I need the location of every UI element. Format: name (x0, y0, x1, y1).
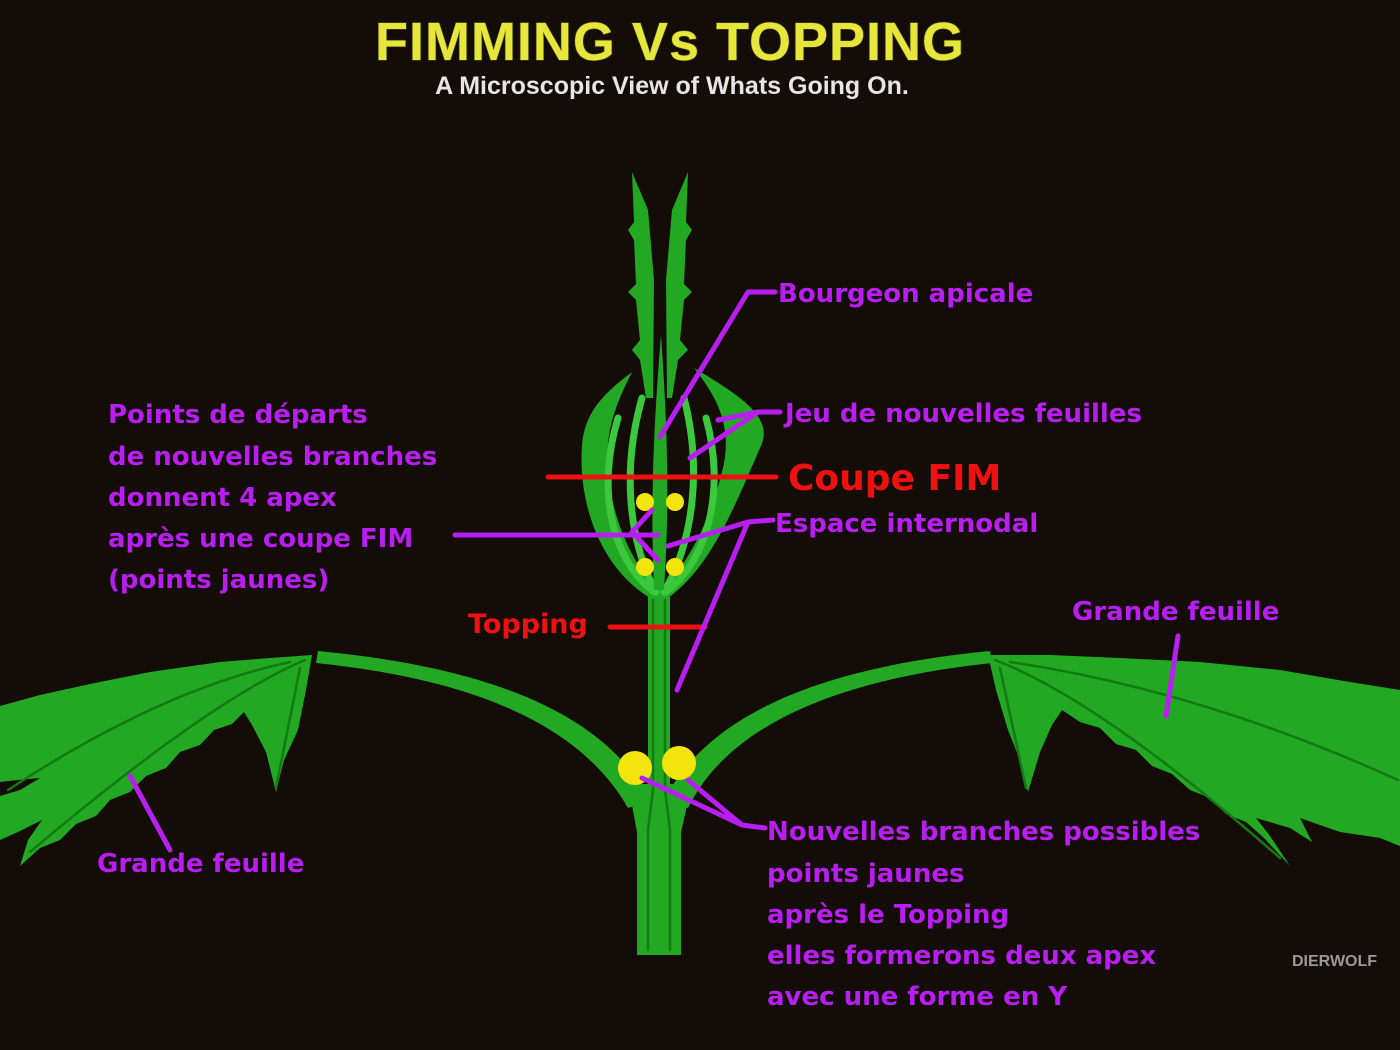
left-leaf-vein (274, 666, 302, 790)
label-fim-points-line: Points de départs (108, 400, 368, 430)
pointer-line-big-leaf-left (127, 773, 173, 853)
left-leaf-vein (28, 658, 307, 854)
right-leaf-vein (1008, 660, 1400, 782)
diagram-subtitle: A Microscopic View of Whats Going On. (435, 72, 909, 100)
bud-right-tip-leaf (666, 172, 692, 398)
pointer-line-big-leaf-right (1163, 633, 1181, 719)
label-topping-branches-line: points jaunes (767, 859, 964, 889)
pointer-line-topping-branches (639, 775, 768, 831)
right-big-leaf (988, 655, 1400, 866)
pointer-line-internode (665, 517, 776, 693)
label-topping-branches-line: Nouvelles branches possibles (767, 817, 1200, 847)
pointer-line-apical-bud (657, 289, 778, 440)
label-fim-cut: Coupe FIM (788, 458, 1001, 499)
label-new-leaves: Jeu de nouvelles feuilles (783, 399, 1142, 429)
left-big-leaf (0, 655, 312, 866)
bud-center-leaf (652, 335, 668, 590)
bud-left-tip-leaf (628, 172, 654, 398)
right-leaf-vein (998, 666, 1028, 790)
label-fim-points-line: après une coupe FIM (108, 524, 413, 554)
label-apical-bud: Bourgeon apicale (778, 279, 1033, 309)
label-big-leaf-right: Grande feuille (1072, 597, 1279, 627)
pointer-line-fim-points (452, 507, 661, 563)
stem-junction (628, 784, 692, 832)
watermark: DIERWOLF (1292, 953, 1377, 970)
label-fim-points-line: de nouvelles branches (108, 442, 437, 472)
label-topping-branches-line: après le Topping (767, 900, 1009, 930)
label-topping-branches-line: avec une forme en Y (767, 982, 1068, 1012)
label-topping-branches-line: elles formerons deux apex (767, 941, 1156, 971)
label-topping-branches: Nouvelles branches possibles points jaun… (767, 817, 1200, 1012)
lower-stem (637, 828, 681, 955)
label-topping: Topping (468, 609, 588, 640)
topping-node-dot (662, 746, 696, 780)
diagram-title: FIMMING Vs TOPPING (375, 12, 965, 72)
stem-vascular-line (646, 598, 655, 952)
left-leaf-vein (6, 660, 292, 792)
stem-vascular-line (663, 598, 672, 952)
left-petiole (316, 651, 650, 808)
label-fim-points: Points de départs de nouvelles branches … (108, 400, 437, 595)
label-fim-points-line: (points jaunes) (108, 565, 329, 595)
fim-node-dot (666, 558, 684, 576)
fim-node-dot (636, 493, 654, 511)
label-internode: Espace internodal (775, 509, 1038, 539)
label-fim-points-line: donnent 4 apex (108, 483, 337, 513)
fim-node-dot (636, 558, 654, 576)
plant (0, 172, 1400, 955)
bud-inner-leaf (604, 414, 658, 596)
right-petiole (664, 651, 992, 808)
fim-node-dot (666, 493, 684, 511)
right-leaf-vein (993, 658, 1282, 860)
bud-outer-left-leaf (581, 372, 654, 598)
label-big-leaf-left: Grande feuille (97, 849, 304, 879)
pointer-line-new-leaves (687, 409, 783, 461)
